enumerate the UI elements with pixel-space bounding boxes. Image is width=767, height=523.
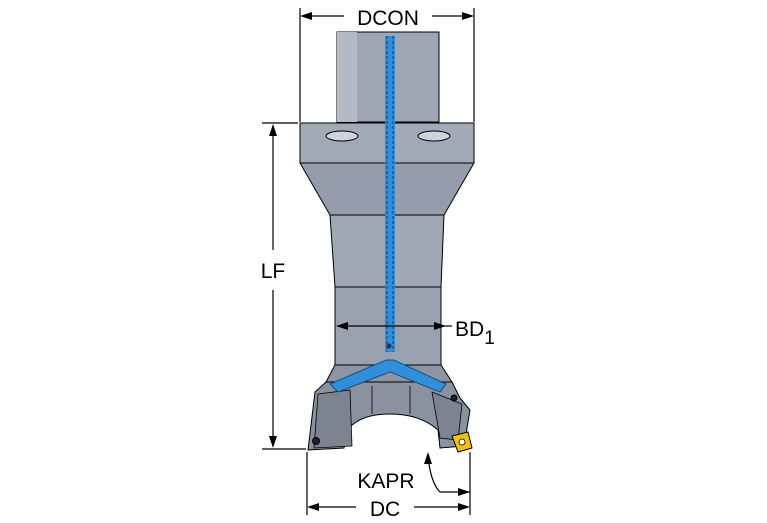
dcon-label: DCON (357, 7, 419, 30)
dimension-arrowheads (269, 12, 474, 511)
coolant-channel (329, 36, 447, 393)
cutting-insert (451, 431, 473, 453)
lf-label: LF (261, 260, 286, 283)
flange-slot-right (417, 130, 451, 142)
flange-slot-left (325, 130, 359, 142)
insert-screw-left (312, 437, 320, 445)
kapr-label: KAPR (357, 470, 414, 493)
bd-label-subscript: 1 (484, 328, 495, 349)
insert-screw-right (450, 394, 458, 402)
bd-label: BD1 (455, 318, 495, 349)
dc-label: DC (370, 498, 400, 521)
bd-label-main: BD (455, 318, 484, 341)
